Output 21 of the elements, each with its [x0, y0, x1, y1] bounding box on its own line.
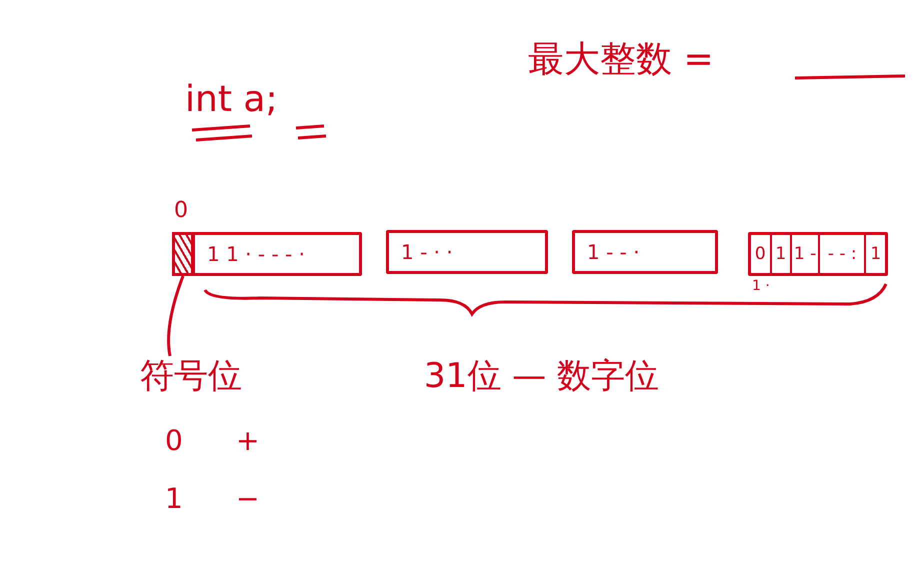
bit-cell-text: 0 — [754, 243, 767, 266]
code-text: int a; — [185, 78, 278, 122]
note-text: 最大整数 = — [528, 38, 714, 82]
sign-bit-cell — [172, 232, 194, 276]
byte-box: 1 1 · - - - · — [192, 232, 362, 276]
bit-cell: - - : — [818, 235, 864, 273]
bit-cell: 1 - — [790, 235, 818, 273]
note-text: 0 — [165, 424, 183, 458]
bit-label: 0 — [174, 198, 188, 224]
byte-box: 1 - · · — [386, 230, 548, 274]
note-text: − — [236, 482, 260, 516]
note-text: 31位 — 数字位 — [424, 356, 659, 397]
byte-box: 1 - - · — [572, 230, 718, 274]
leader-line — [167, 275, 184, 356]
note-text: + — [236, 424, 260, 458]
note-text: 1 · — [752, 278, 770, 295]
note-text: 1 — [165, 482, 183, 516]
bit-cell: 1 — [864, 235, 885, 273]
sign-bit-label: 符号位 — [140, 356, 242, 397]
byte-box — [748, 232, 888, 276]
bit-cell: 1 — [770, 235, 790, 273]
